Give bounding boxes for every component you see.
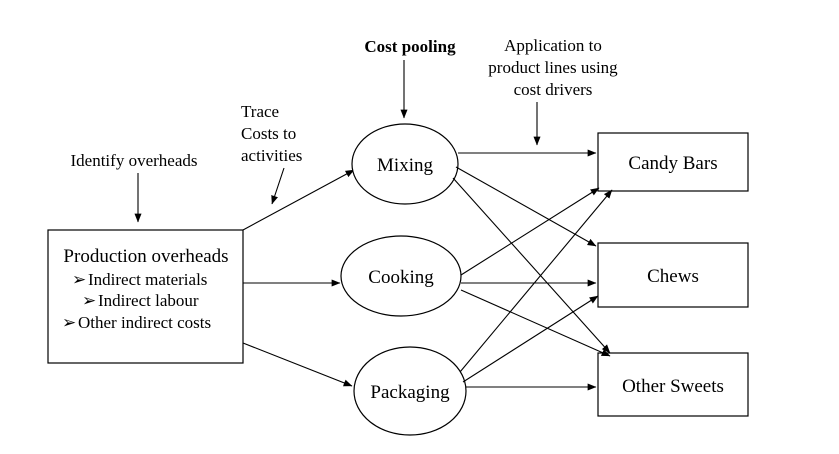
edge-cooking-to-other-sweets xyxy=(460,289,611,357)
bullet-icon: ➢ xyxy=(72,270,86,289)
activity-cooking-label: Cooking xyxy=(368,267,434,288)
overhead-item-1: ➢ Indirect materials xyxy=(72,270,207,289)
product-candy-bars-label: Candy Bars xyxy=(628,153,717,174)
trace-arrow xyxy=(271,167,285,205)
overhead-item-2: ➢ Indirect labour xyxy=(82,291,199,310)
bullet-icon: ➢ xyxy=(82,291,96,310)
product-candy-bars-box xyxy=(597,132,749,192)
product-other-sweets-label: Other Sweets xyxy=(622,376,724,397)
edge-overheads-to-mixing xyxy=(242,169,355,231)
edge-mixing-to-other-sweets xyxy=(452,177,611,354)
overhead-item-3: ➢ Other indirect costs xyxy=(62,313,211,332)
edge-overheads-to-packaging xyxy=(242,342,353,387)
application-label-line-3: cost drivers xyxy=(514,80,593,99)
activity-packaging xyxy=(353,346,467,436)
bullet-icon: ➢ xyxy=(62,313,76,332)
application-label-line-2: product lines using xyxy=(488,58,618,77)
overhead-item-label: Other indirect costs xyxy=(78,313,211,332)
activity-mixing xyxy=(351,123,459,205)
production-overheads-title: Production overheads xyxy=(63,246,228,267)
overhead-item-label: Indirect labour xyxy=(98,291,199,310)
trace-label-line-2: Costs to xyxy=(241,124,296,143)
production-overheads-box xyxy=(47,229,244,364)
overhead-item-label: Indirect materials xyxy=(88,270,207,289)
edge-packaging-to-candy-bars xyxy=(459,189,613,373)
activity-mixing-label: Mixing xyxy=(377,155,433,176)
edge-mixing-to-chews xyxy=(455,166,597,247)
product-chews-box xyxy=(597,242,749,308)
activity-packaging-label: Packaging xyxy=(370,382,450,403)
product-other-sweets-box xyxy=(597,352,749,417)
activity-cooking xyxy=(340,235,462,317)
trace-label-line-1: Trace xyxy=(241,102,279,121)
trace-label-line-3: activities xyxy=(241,146,302,165)
identify-overheads-label: Identify overheads xyxy=(71,151,198,170)
edge-cooking-to-candy-bars xyxy=(460,187,600,276)
cost-pooling-label: Cost pooling xyxy=(364,37,456,56)
edge-packaging-to-chews xyxy=(462,295,599,383)
product-chews-label: Chews xyxy=(647,266,699,287)
application-label-line-1: Application to xyxy=(504,36,602,55)
